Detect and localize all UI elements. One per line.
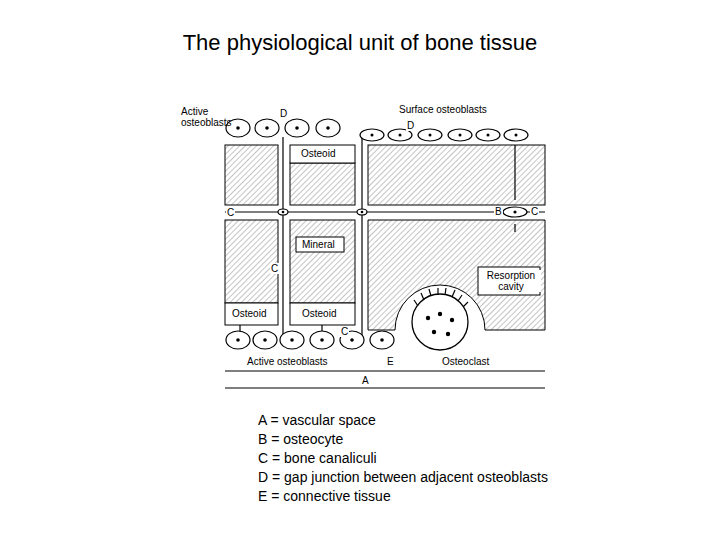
nucleus [513,210,516,213]
vascular-space-line [225,387,545,388]
nucleus [446,332,450,336]
mineral-block [225,220,278,303]
nucleus [295,126,299,130]
part-label: D [406,120,415,131]
nucleus [432,330,436,334]
nucleus [380,338,384,342]
legend-entry: C = bone canaliculi [258,449,548,468]
osteoblast-cell [280,331,304,349]
surface-osteoblast [504,129,528,141]
legend-entry: E = connective tissue [258,487,548,506]
nucleus [361,211,364,214]
mineral-block [225,145,278,205]
osteoblast-cell [226,331,250,349]
nucleus [236,126,240,130]
osteoclast-cell [412,294,468,350]
nucleus [429,134,432,137]
legend: A = vascular spaceB = osteocyteC = bone … [258,411,548,506]
osteocyte [357,209,367,215]
nucleus [350,338,354,342]
mineral-block [368,145,545,205]
nucleus [371,134,374,137]
part-label: Osteoid [301,308,337,319]
surface-osteoblast [448,129,472,141]
diagram-title: The physiological unit of bone tissue [0,30,720,56]
osteoblast-cell [316,119,340,137]
mineral-block [290,163,355,205]
mineral-block [290,220,355,303]
osteoblast-cell [370,331,394,349]
canaliculus [514,145,515,200]
nucleus [450,318,454,322]
osteoid-strip [290,145,355,163]
osteocyte [278,209,288,215]
legend-entry: D = gap junction between adjacent osteob… [258,468,548,487]
nucleus [320,338,324,342]
nucleus [326,126,330,130]
part-label: Mineral [301,239,336,250]
part-label: Osteoid [300,148,336,159]
osteoid-strip [225,303,278,325]
part-label: Osteoid [231,308,267,319]
nucleus [459,134,462,137]
canaliculus [282,137,283,336]
part-label: Osteoclast [441,356,490,367]
surface-osteoblast [360,129,384,141]
osteoblast-cell [310,331,334,349]
osteocyte [503,207,527,217]
part-label: D [279,108,288,119]
part-label: Active osteoblasts [180,106,230,128]
osteoblast-cell [285,119,309,137]
canaliculus [361,137,362,336]
surface-osteoblast [476,129,500,141]
nucleus [426,316,430,320]
nucleus [487,134,490,137]
nucleus [290,338,294,342]
part-label: E [386,356,395,367]
part-label: C [340,326,349,337]
part-label: Resorption cavity [481,270,541,292]
osteoid-strip [290,303,355,325]
label-box [478,267,540,295]
part-label: A [361,375,370,386]
legend-entry: A = vascular space [258,411,548,430]
nucleus [438,312,442,316]
connective-tissue-line [225,370,545,371]
canaliculus [514,224,515,232]
part-label: C [530,206,539,217]
part-label: C [226,207,235,218]
nucleus [236,338,240,342]
label-box [296,237,344,252]
part-label: Surface osteoblasts [398,104,488,115]
nucleus [399,134,402,137]
part-label: B [494,206,503,217]
nucleus [515,134,518,137]
surface-osteoblast [418,129,442,141]
nucleus [282,211,285,214]
part-label: C [270,263,279,274]
nucleus [263,338,267,342]
legend-entry: B = osteocyte [258,430,548,449]
part-label: Active osteoblasts [246,356,329,367]
ruffled-border [414,288,468,307]
nucleus [265,126,269,130]
osteoblast-cell [253,331,277,349]
osteoblast-cell [255,119,279,137]
